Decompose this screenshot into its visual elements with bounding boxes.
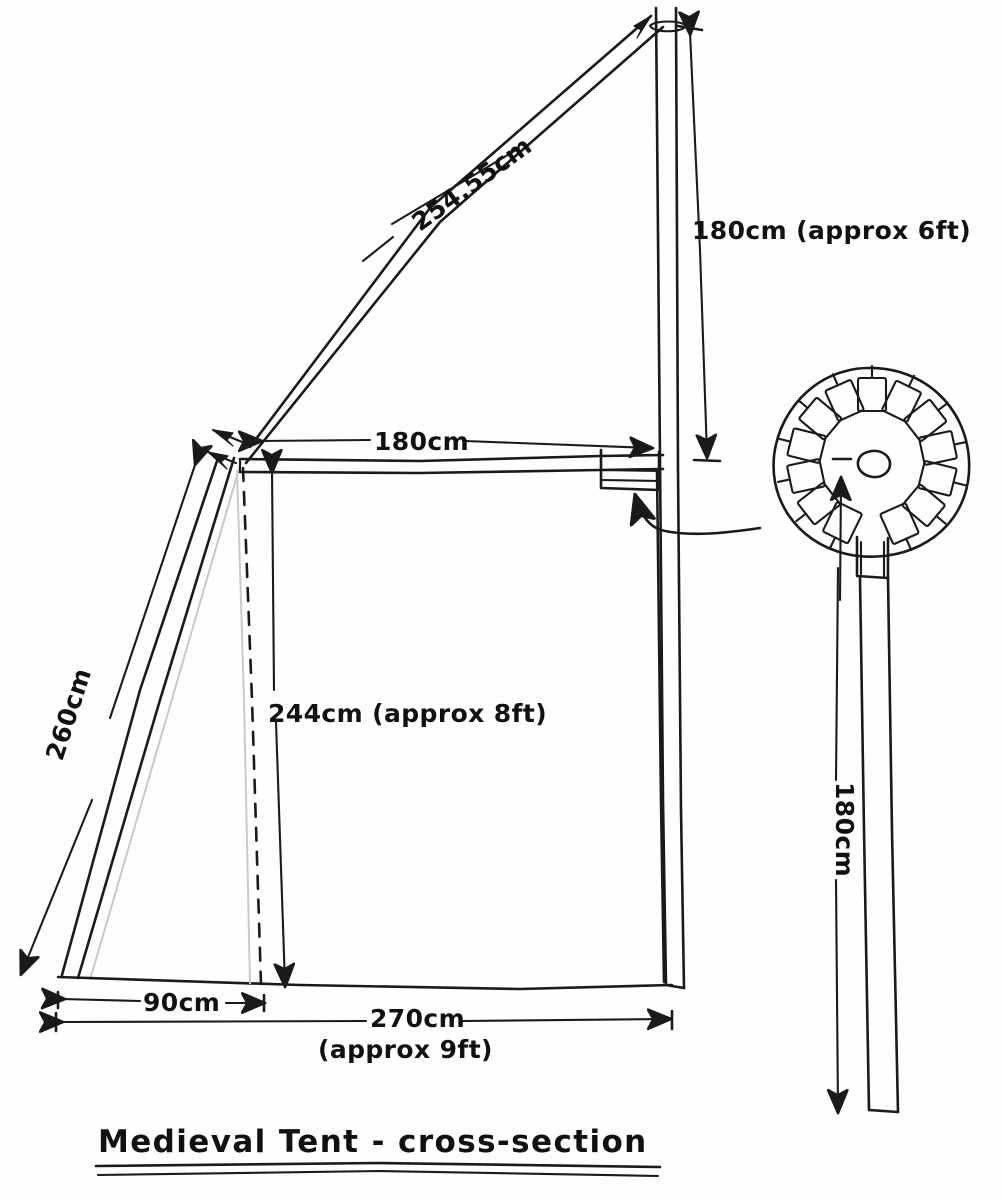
crown-wheel-slots [777,364,967,551]
crown-wheel-centre-pointer [833,457,853,602]
dim-tick-bottom [692,458,722,463]
tent-wall-dashed-line [236,466,263,986]
dimension-slope-length: 260cm [22,462,196,972]
base-width-label: 270cm [370,1004,465,1033]
crown-wheel-rim [772,366,971,559]
rafter-bottom-arrowhead [212,429,234,447]
pole-length-label: 180cm [830,782,859,877]
title-underline-2 [96,1169,660,1178]
dimension-pole-length: 180cm [830,566,859,1110]
page-title: Medieval Tent - cross-section [98,1124,648,1160]
right-inner-wall [655,468,666,984]
diagram-title-group: Medieval Tent - cross-section [94,1124,662,1178]
rafter-top-arrowhead [633,15,652,39]
ground-line [56,975,674,991]
ridge-sleeve-bracket [599,448,661,492]
wall-height-label: 244cm (approx 8ft) [268,699,547,728]
base-width-note-label: (approx 9ft) [318,1035,493,1064]
centre-mast [648,6,688,990]
title-underline-1 [94,1161,662,1169]
ridge-pole [238,448,665,492]
dim-tick-top [676,24,704,32]
detail-pole [858,576,900,1114]
crown-wheel-detail [772,364,971,602]
crown-wheel-centre-hole [856,449,892,479]
eave-offset-label: 90cm [143,988,220,1017]
dimension-wall-height: 244cm (approx 8ft) [268,470,547,984]
dimension-ridge-length: 180cm [259,427,650,456]
roof-rafter [211,14,665,465]
eave-arrowhead [207,451,229,470]
dimension-rafter-length: 254.55cm [361,131,537,263]
slope-length-label: 260cm [40,664,97,763]
dimension-mast-upper-height: 180cm (approx 6ft) [676,24,971,463]
crown-wheel-callout-arrow [636,498,762,536]
crown-wheel-socket-tab [855,535,890,580]
dimension-base-width: 270cm (approx 9ft) [56,1004,674,1064]
left-wall-slope [60,450,242,981]
mast-upper-height-label: 180cm (approx 6ft) [692,216,971,245]
ridge-length-label: 180cm [374,427,469,456]
rafter-length-label: 254.55cm [406,131,537,237]
dimension-eave-offset: 90cm [58,988,264,1017]
